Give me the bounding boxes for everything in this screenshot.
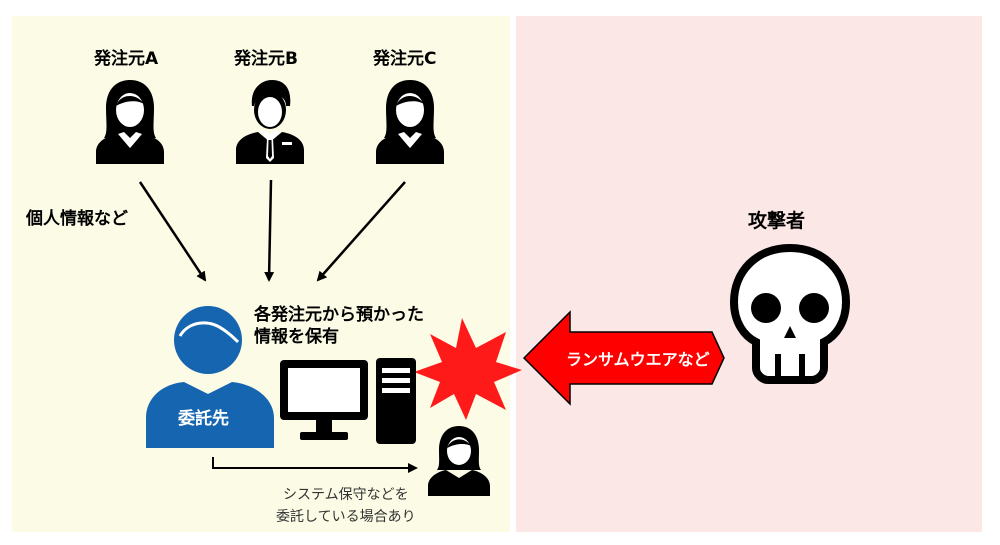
explosion-burst-icon: [414, 318, 522, 420]
attack-label: ランサムウエアなど: [566, 350, 710, 369]
subcontractor-woman-icon: [428, 426, 490, 496]
client-b-label: 発注元B: [234, 49, 298, 69]
businessman-icon: [236, 80, 304, 164]
subcontract-arrow: [212, 457, 418, 473]
skull-icon: [729, 244, 851, 384]
contractor-label: 委託先: [178, 409, 229, 429]
computer-icon: [280, 358, 416, 444]
data-flow-arrow-c: [316, 181, 406, 282]
subcontract-caption: システム保守などを 委託している場合あり: [276, 487, 416, 525]
flow-label: 個人情報など: [26, 209, 128, 229]
data-flow-arrow-a: [138, 181, 207, 282]
businesswoman-icon: [96, 80, 164, 164]
data-flow-arrow-b: [264, 179, 275, 282]
contractor-person-icon: [146, 306, 274, 448]
businesswoman-icon: [376, 80, 444, 164]
ransomware-attack-arrow: [522, 310, 725, 406]
client-a-label: 発注元A: [94, 49, 159, 69]
attacker-label: 攻撃者: [748, 210, 806, 232]
holding-text: 各発注元から預かった 情報を保有: [254, 305, 424, 347]
client-c-label: 発注元C: [373, 49, 437, 69]
